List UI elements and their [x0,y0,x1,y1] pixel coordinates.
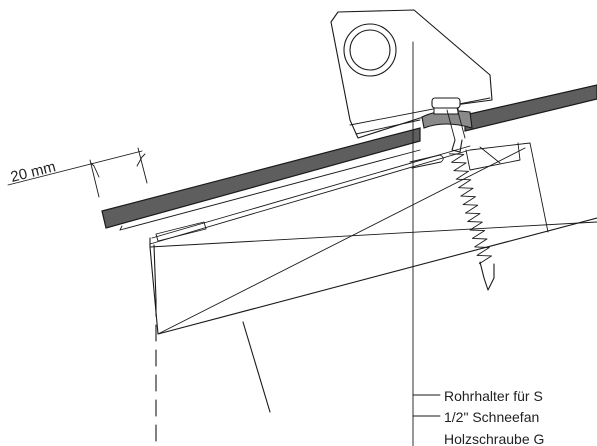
dimension-extension-left [89,159,100,198]
dimension-20mm: 20 mm [7,147,148,198]
bracket-foot-line [349,97,491,126]
screw-shank-left [446,109,456,141]
batten-block [465,142,521,171]
callout-label-1: Rohrhalter für S [444,388,543,404]
rafter-body [149,217,597,335]
screw-shank-right [456,107,466,139]
screw-washer [433,107,459,115]
screw-neck [451,139,463,153]
callout-label-3: Holzschraube G [444,431,544,446]
dimension-leader-line [7,150,143,186]
under-sheet-top [119,149,421,231]
dimension-extension-right [137,147,148,184]
batten-block-diag [479,146,501,164]
roof-panel-right [464,84,597,132]
callout-label-2: 1/2" Schneefan [444,409,539,425]
callouts: Rohrhalter für S 1/2" Schneefan Holzschr… [412,388,544,446]
batten-outline [149,142,549,245]
snow-pipe-ring-inner [349,29,391,71]
screw-assembly [421,97,495,291]
screw-head [431,97,461,109]
roof-panel-left [101,127,421,229]
dimension-label: 20 mm [9,158,58,186]
under-sheet-line-2 [151,145,471,239]
rafter-diagonal-cross [157,147,526,335]
wall-line-solid [153,244,157,301]
eave-spacer [155,221,207,242]
pipe-holder-bracket [330,9,493,139]
under-sheet-edge [119,225,123,231]
screw-thread [448,153,493,265]
support-leg [242,321,271,413]
rafter-diagonal-top [149,221,597,248]
dimension-tick-right [136,153,146,167]
screw-tip [479,261,495,291]
dimension-tick-left [90,162,100,178]
snow-pipe-ring-outer [343,23,397,77]
bracket-foot-line-2 [355,119,421,135]
